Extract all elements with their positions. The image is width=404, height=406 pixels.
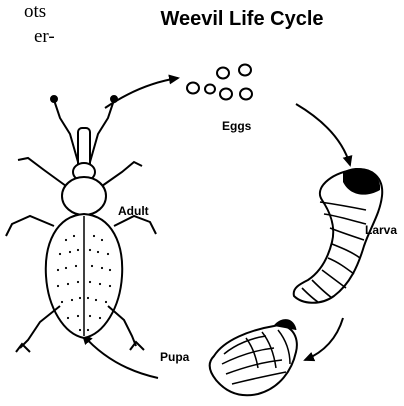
stage-label-larva: Larva — [365, 224, 397, 236]
arrow-larva-to-pupa — [305, 318, 343, 360]
stage-label-eggs: Eggs — [222, 120, 251, 132]
adult-weevil-illustration — [6, 96, 156, 352]
stage-label-pupa: Pupa — [160, 351, 189, 363]
arrow-pupa-to-adult — [83, 335, 158, 378]
pupa-illustration — [210, 320, 297, 396]
eggs-illustration — [187, 65, 252, 100]
arrow-eggs-to-larva — [296, 104, 350, 165]
stage-label-adult: Adult — [118, 205, 149, 217]
arrow-adult-to-eggs — [105, 78, 178, 108]
